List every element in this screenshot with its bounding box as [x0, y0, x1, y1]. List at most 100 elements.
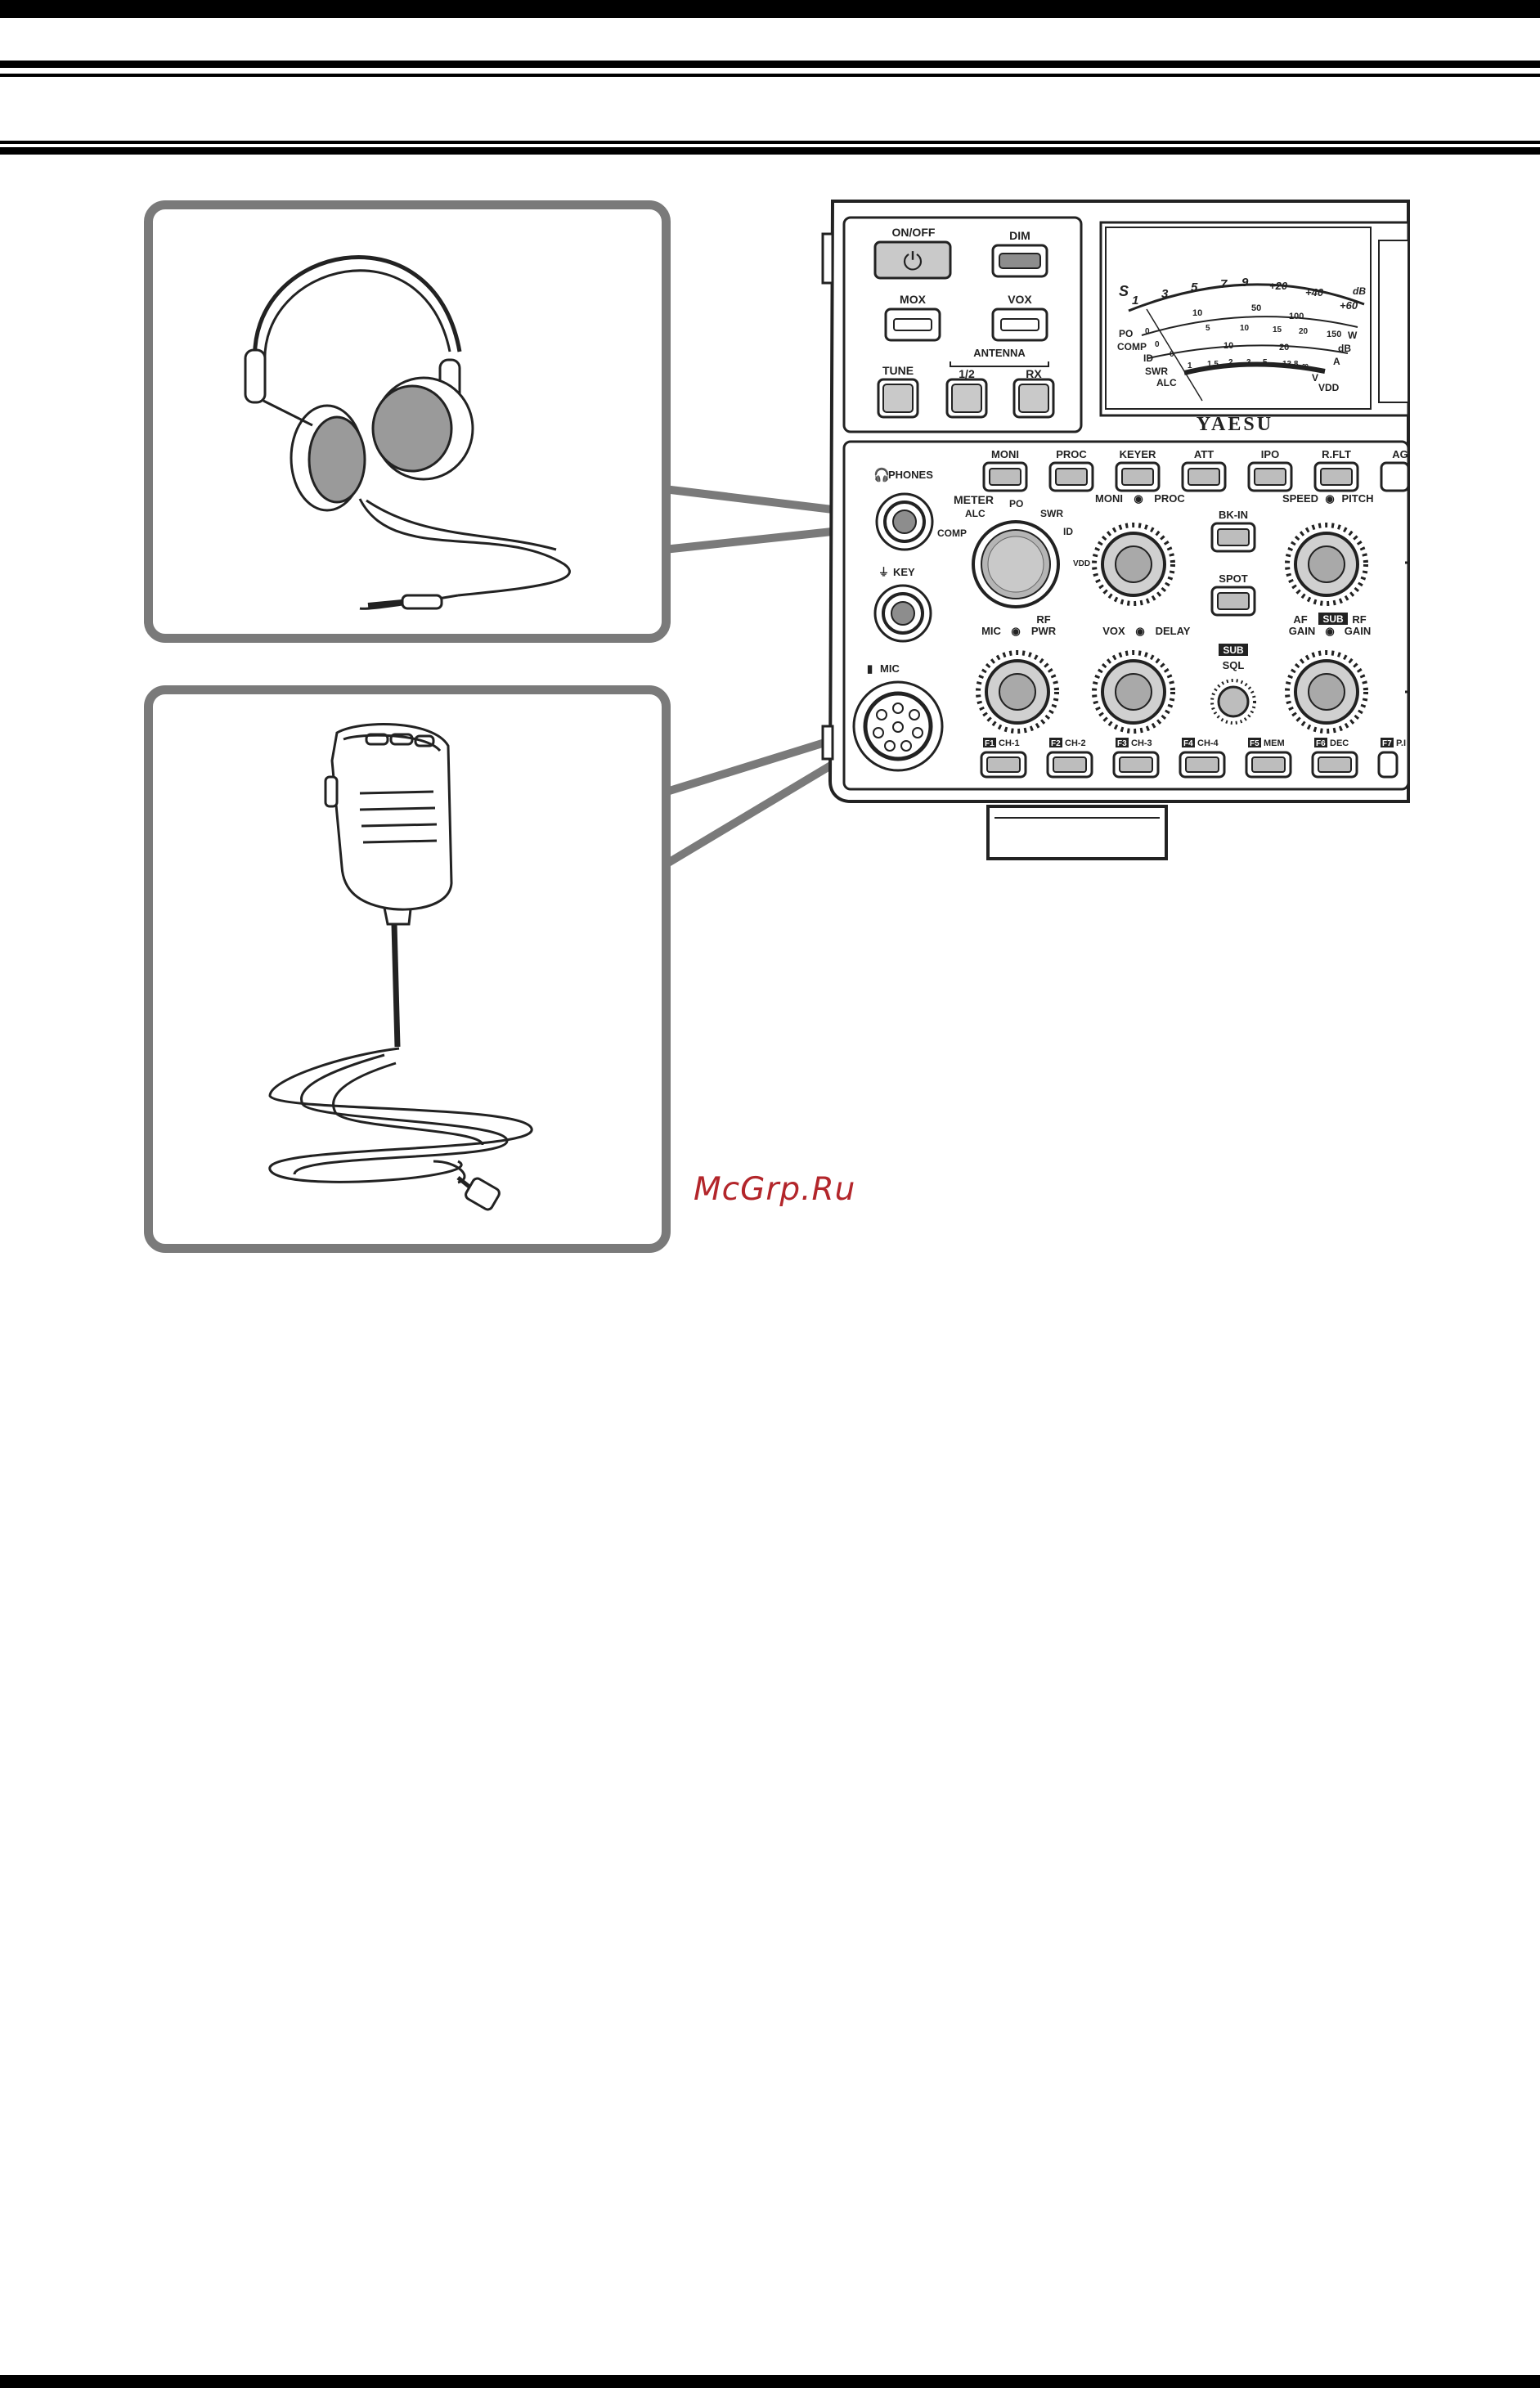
agc-button-label: AG	[1392, 448, 1408, 460]
meter-id-label: ID	[1143, 352, 1153, 364]
fkey-badge-6	[1314, 738, 1327, 747]
vox-button-label: VOX	[1008, 293, 1032, 306]
speed-pitch-divider-icon: ◉	[1325, 492, 1334, 505]
meter-comp-label: COMP	[1117, 341, 1147, 352]
meter-s-1: 1	[1132, 294, 1138, 307]
meter-vdd-label: VDD	[1318, 382, 1340, 393]
power-button-label: ON/OFF	[892, 226, 936, 239]
vox-gain-label: VOX	[1102, 625, 1125, 637]
meter-swr-label: SWR	[1145, 366, 1168, 377]
fkey-label-6: DEC	[1330, 738, 1349, 748]
antenna-group-label: ANTENNA	[973, 347, 1026, 359]
agc-button[interactable]	[1380, 461, 1410, 492]
meter-alc-label: ALC	[1156, 377, 1177, 388]
phones-jack-label: PHONES	[888, 469, 933, 481]
fkey-label-3: CH-3	[1131, 738, 1152, 748]
fkey-badge-1	[983, 738, 996, 747]
tune-button-label: TUNE	[882, 364, 914, 377]
meter-s-plus40: +40	[1305, 286, 1324, 298]
meter-selector-swr: SWR	[1040, 508, 1063, 519]
watermark: McGrp.Ru	[694, 1171, 856, 1208]
meter-swr-2: 2	[1228, 358, 1233, 367]
meter-swr-inf: ∞	[1302, 361, 1309, 370]
vox-delay-knob[interactable]	[1092, 650, 1175, 734]
keyer-button-label: KEYER	[1120, 448, 1156, 460]
rotary-knobs	[976, 523, 1368, 734]
meter-po-10: 10	[1192, 308, 1202, 318]
ipo-button-label: IPO	[1261, 448, 1279, 460]
proc-button-label: PROC	[1056, 448, 1087, 460]
delay-label: DELAY	[1156, 625, 1191, 637]
mic-jack-label: MIC	[880, 662, 900, 675]
meter-selector: METER ALC PO SWR COMP ID VDD	[937, 493, 1090, 608]
fkey-badge-5	[1248, 738, 1261, 747]
top-button-group: ON/OFF ⏻ DIM MOX VOX ANTENNA TUNE 1/2 RX	[873, 226, 1055, 419]
ant12-button-label: 1/2	[959, 367, 975, 380]
analog-meter: S 1 3 5 7 9 +20 +40 +60 dB PO 0 10 50 10…	[1105, 227, 1409, 410]
fkey-button-face-3	[1119, 756, 1153, 773]
moni-knob-label: MONI	[1095, 492, 1123, 505]
key-jack-label: KEY	[893, 566, 915, 578]
power-button[interactable]	[873, 240, 952, 280]
headphones-jack-icon: 🎧	[873, 467, 890, 483]
fkey-button-7[interactable]	[1377, 751, 1399, 779]
fkey-number-1: F1	[985, 739, 994, 748]
af-gain-top-label: AF	[1293, 613, 1307, 626]
fkey-button-face-6	[1318, 756, 1352, 773]
mox-button-label: MOX	[900, 293, 927, 306]
meter-selector-po: PO	[1009, 498, 1023, 509]
meter-id-20: 20	[1299, 327, 1309, 336]
fkey-label-1: CH-1	[999, 738, 1020, 748]
mic-jack-icon: ▮	[867, 662, 873, 675]
fkey-badge-4	[1182, 738, 1195, 747]
fkey-number-2: F2	[1051, 739, 1061, 748]
moni-proc-knob[interactable]	[1092, 523, 1175, 606]
header-rule-upper	[0, 61, 1540, 68]
fkey-label-7: P.I	[1396, 738, 1406, 748]
af-rf-sub-badge: SUB	[1322, 613, 1344, 625]
jack-column: 🎧 PHONES ⏚ KEY ▮ MIC	[852, 467, 944, 772]
sub-sql-knob[interactable]	[1210, 679, 1256, 725]
meter-po-label: PO	[1119, 328, 1133, 339]
microphone-icon	[268, 723, 533, 1211]
meter-v-label: V	[1312, 372, 1318, 384]
header-rule-lower-thin	[0, 141, 1540, 144]
meter-swr-3: 3	[1246, 358, 1251, 367]
meter-swr-5: 5	[1263, 358, 1268, 367]
rf-gain-top-label: RF	[1352, 613, 1366, 626]
af-gain-label: GAIN	[1289, 625, 1316, 637]
af-rf-gain-knob[interactable]	[1285, 650, 1368, 734]
fkey-label-4: CH-4	[1197, 738, 1219, 748]
fkey-label-2: CH-2	[1065, 738, 1086, 748]
fkey-number-7: F7	[1382, 739, 1392, 748]
fkey-badge-7	[1381, 738, 1394, 747]
fkey-number-3: F3	[1117, 739, 1127, 748]
fkey-badge-3	[1116, 738, 1129, 747]
mic-gain-label: MIC	[981, 625, 1001, 637]
moni-proc-divider-icon: ◉	[1134, 492, 1143, 505]
rx-button-label: RX	[1026, 367, 1042, 380]
mic-rf-divider-icon: ◉	[1011, 625, 1020, 637]
mic-rf-pwr-knob[interactable]	[976, 650, 1059, 734]
meter-selector-vdd: VDD	[1073, 559, 1090, 568]
fkey-button-face-5	[1251, 756, 1286, 773]
att-button-label: ATT	[1194, 448, 1214, 460]
meter-id-5: 5	[1206, 324, 1210, 333]
speed-pitch-knob[interactable]	[1285, 523, 1368, 606]
fkey-badge-2	[1049, 738, 1062, 747]
rf-pwr-label: PWR	[1031, 625, 1057, 637]
meter-s-plus20: +20	[1269, 280, 1288, 292]
af-rf-divider-icon: ◉	[1325, 625, 1334, 637]
meter-s-db: dB	[1353, 285, 1366, 297]
meter-comp-0: 0	[1155, 340, 1160, 349]
meter-s-9: 9	[1241, 276, 1249, 290]
sub-badge: SUB	[1223, 644, 1244, 656]
meter-selector-id: ID	[1063, 526, 1073, 537]
meter-po-50: 50	[1251, 303, 1261, 313]
fkey-label-5: MEM	[1264, 738, 1285, 748]
meter-swr-15: 1.5	[1207, 360, 1219, 369]
sql-label: SQL	[1223, 659, 1245, 671]
meter-po-w: W	[1348, 330, 1358, 341]
headphones-icon	[244, 255, 571, 610]
